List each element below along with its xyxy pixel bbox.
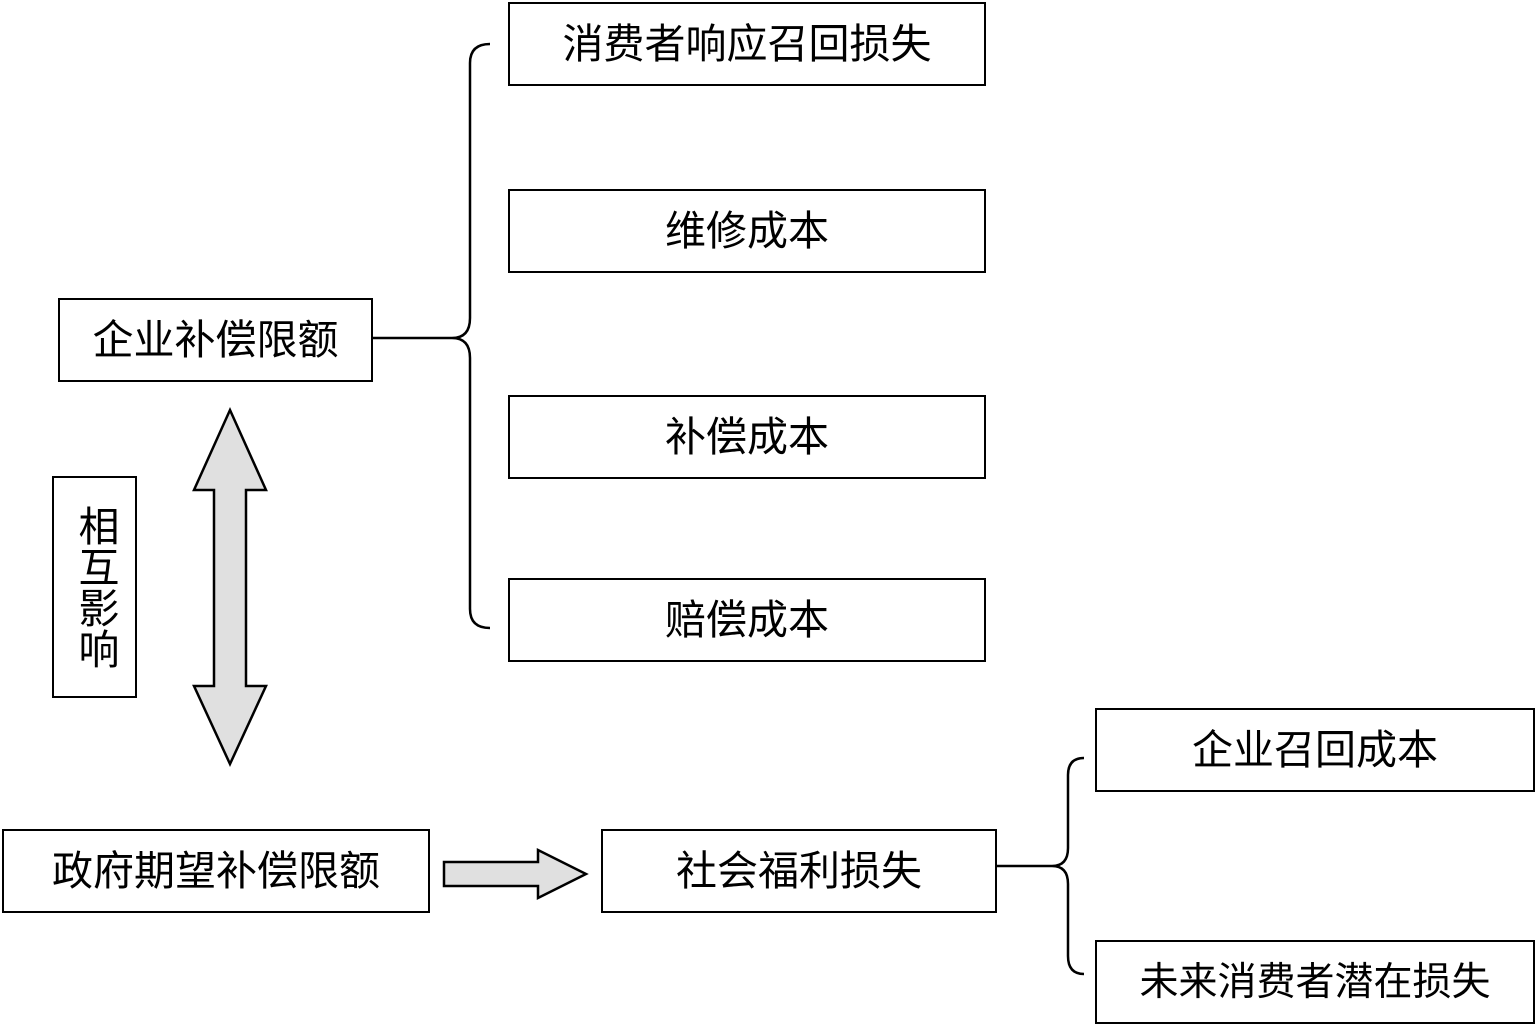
node-repair-cost: 维修成本 [508, 189, 986, 273]
brace-social-welfare [996, 756, 1085, 976]
node-enterprise-limit: 企业补偿限额 [58, 298, 373, 382]
brace-enterprise-costs [372, 42, 491, 630]
right-arrow-icon [442, 847, 589, 901]
node-future-consumer-loss: 未来消费者潜在损失 [1095, 940, 1535, 1024]
node-mutual-influence: 相互影响 [52, 476, 137, 698]
node-gov-expected-limit: 政府期望补偿限额 [2, 829, 430, 913]
node-compensation-cost: 补偿成本 [508, 395, 986, 479]
node-social-welfare-loss: 社会福利损失 [601, 829, 997, 913]
node-enterprise-recall-cost: 企业召回成本 [1095, 708, 1535, 792]
node-indemnity-cost: 赔偿成本 [508, 578, 986, 662]
node-consumer-response-loss: 消费者响应召回损失 [508, 2, 986, 86]
double-arrow-icon [192, 406, 268, 767]
